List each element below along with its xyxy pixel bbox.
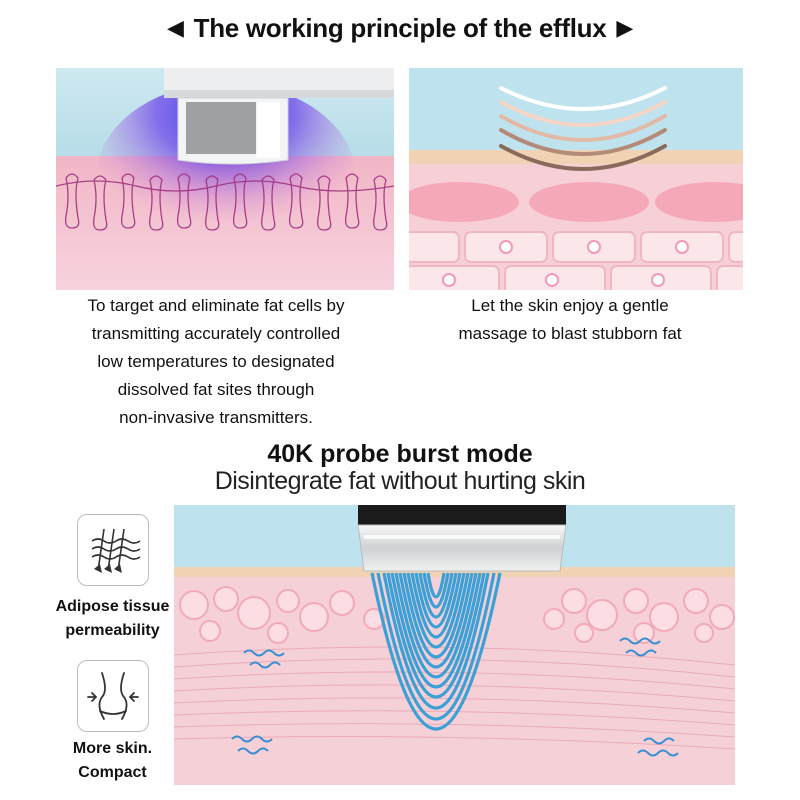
- caption-line: transmitting accurately controlled: [91, 324, 341, 343]
- title-text: The working principle of the efflux: [193, 12, 607, 43]
- feature-label-line: More skin.: [72, 740, 153, 757]
- permeability-label: Adipose tissue permeability: [40, 595, 185, 643]
- caption-line: Let the skin enjoy a gentle: [471, 296, 669, 315]
- feature-label-line: Adipose tissue: [55, 598, 170, 615]
- massage-illustration: [409, 68, 743, 290]
- compact-icon-box: [77, 660, 149, 732]
- triangle-right-icon: ▶: [616, 15, 633, 40]
- caption-line: low temperatures to designated: [97, 352, 335, 371]
- massage-caption: Let the skin enjoy a gentle massage to b…: [410, 292, 730, 348]
- feature-label-line: Compact: [78, 764, 147, 781]
- cryo-illustration: [56, 68, 394, 290]
- caption-line: To target and eliminate fat cells by: [87, 296, 345, 315]
- arrows-through-tissue-icon: [91, 528, 141, 573]
- cryo-illustration-svg: [56, 68, 394, 290]
- burst-subtitle: Disintegrate fat without hurting skin: [214, 467, 586, 495]
- caption-line: dissolved fat sites through: [117, 380, 315, 399]
- triangle-left-icon: ◀: [167, 15, 184, 40]
- waist-contour-icon: [87, 672, 139, 720]
- caption-line: non-invasive transmitters.: [119, 408, 313, 427]
- probe-burst-svg: [174, 505, 735, 785]
- burst-title: 40K probe burst mode: [267, 440, 533, 468]
- page-title: ◀ The working principle of the efflux ▶: [0, 8, 800, 48]
- cryo-caption: To target and eliminate fat cells by tra…: [46, 292, 386, 432]
- probe-burst-illustration: [174, 505, 735, 785]
- permeability-icon-box: [77, 514, 149, 586]
- massage-illustration-svg: [409, 68, 743, 290]
- caption-line: massage to blast stubborn fat: [458, 324, 682, 343]
- compact-label: More skin. Compact: [40, 737, 185, 785]
- feature-label-line: permeability: [65, 622, 160, 639]
